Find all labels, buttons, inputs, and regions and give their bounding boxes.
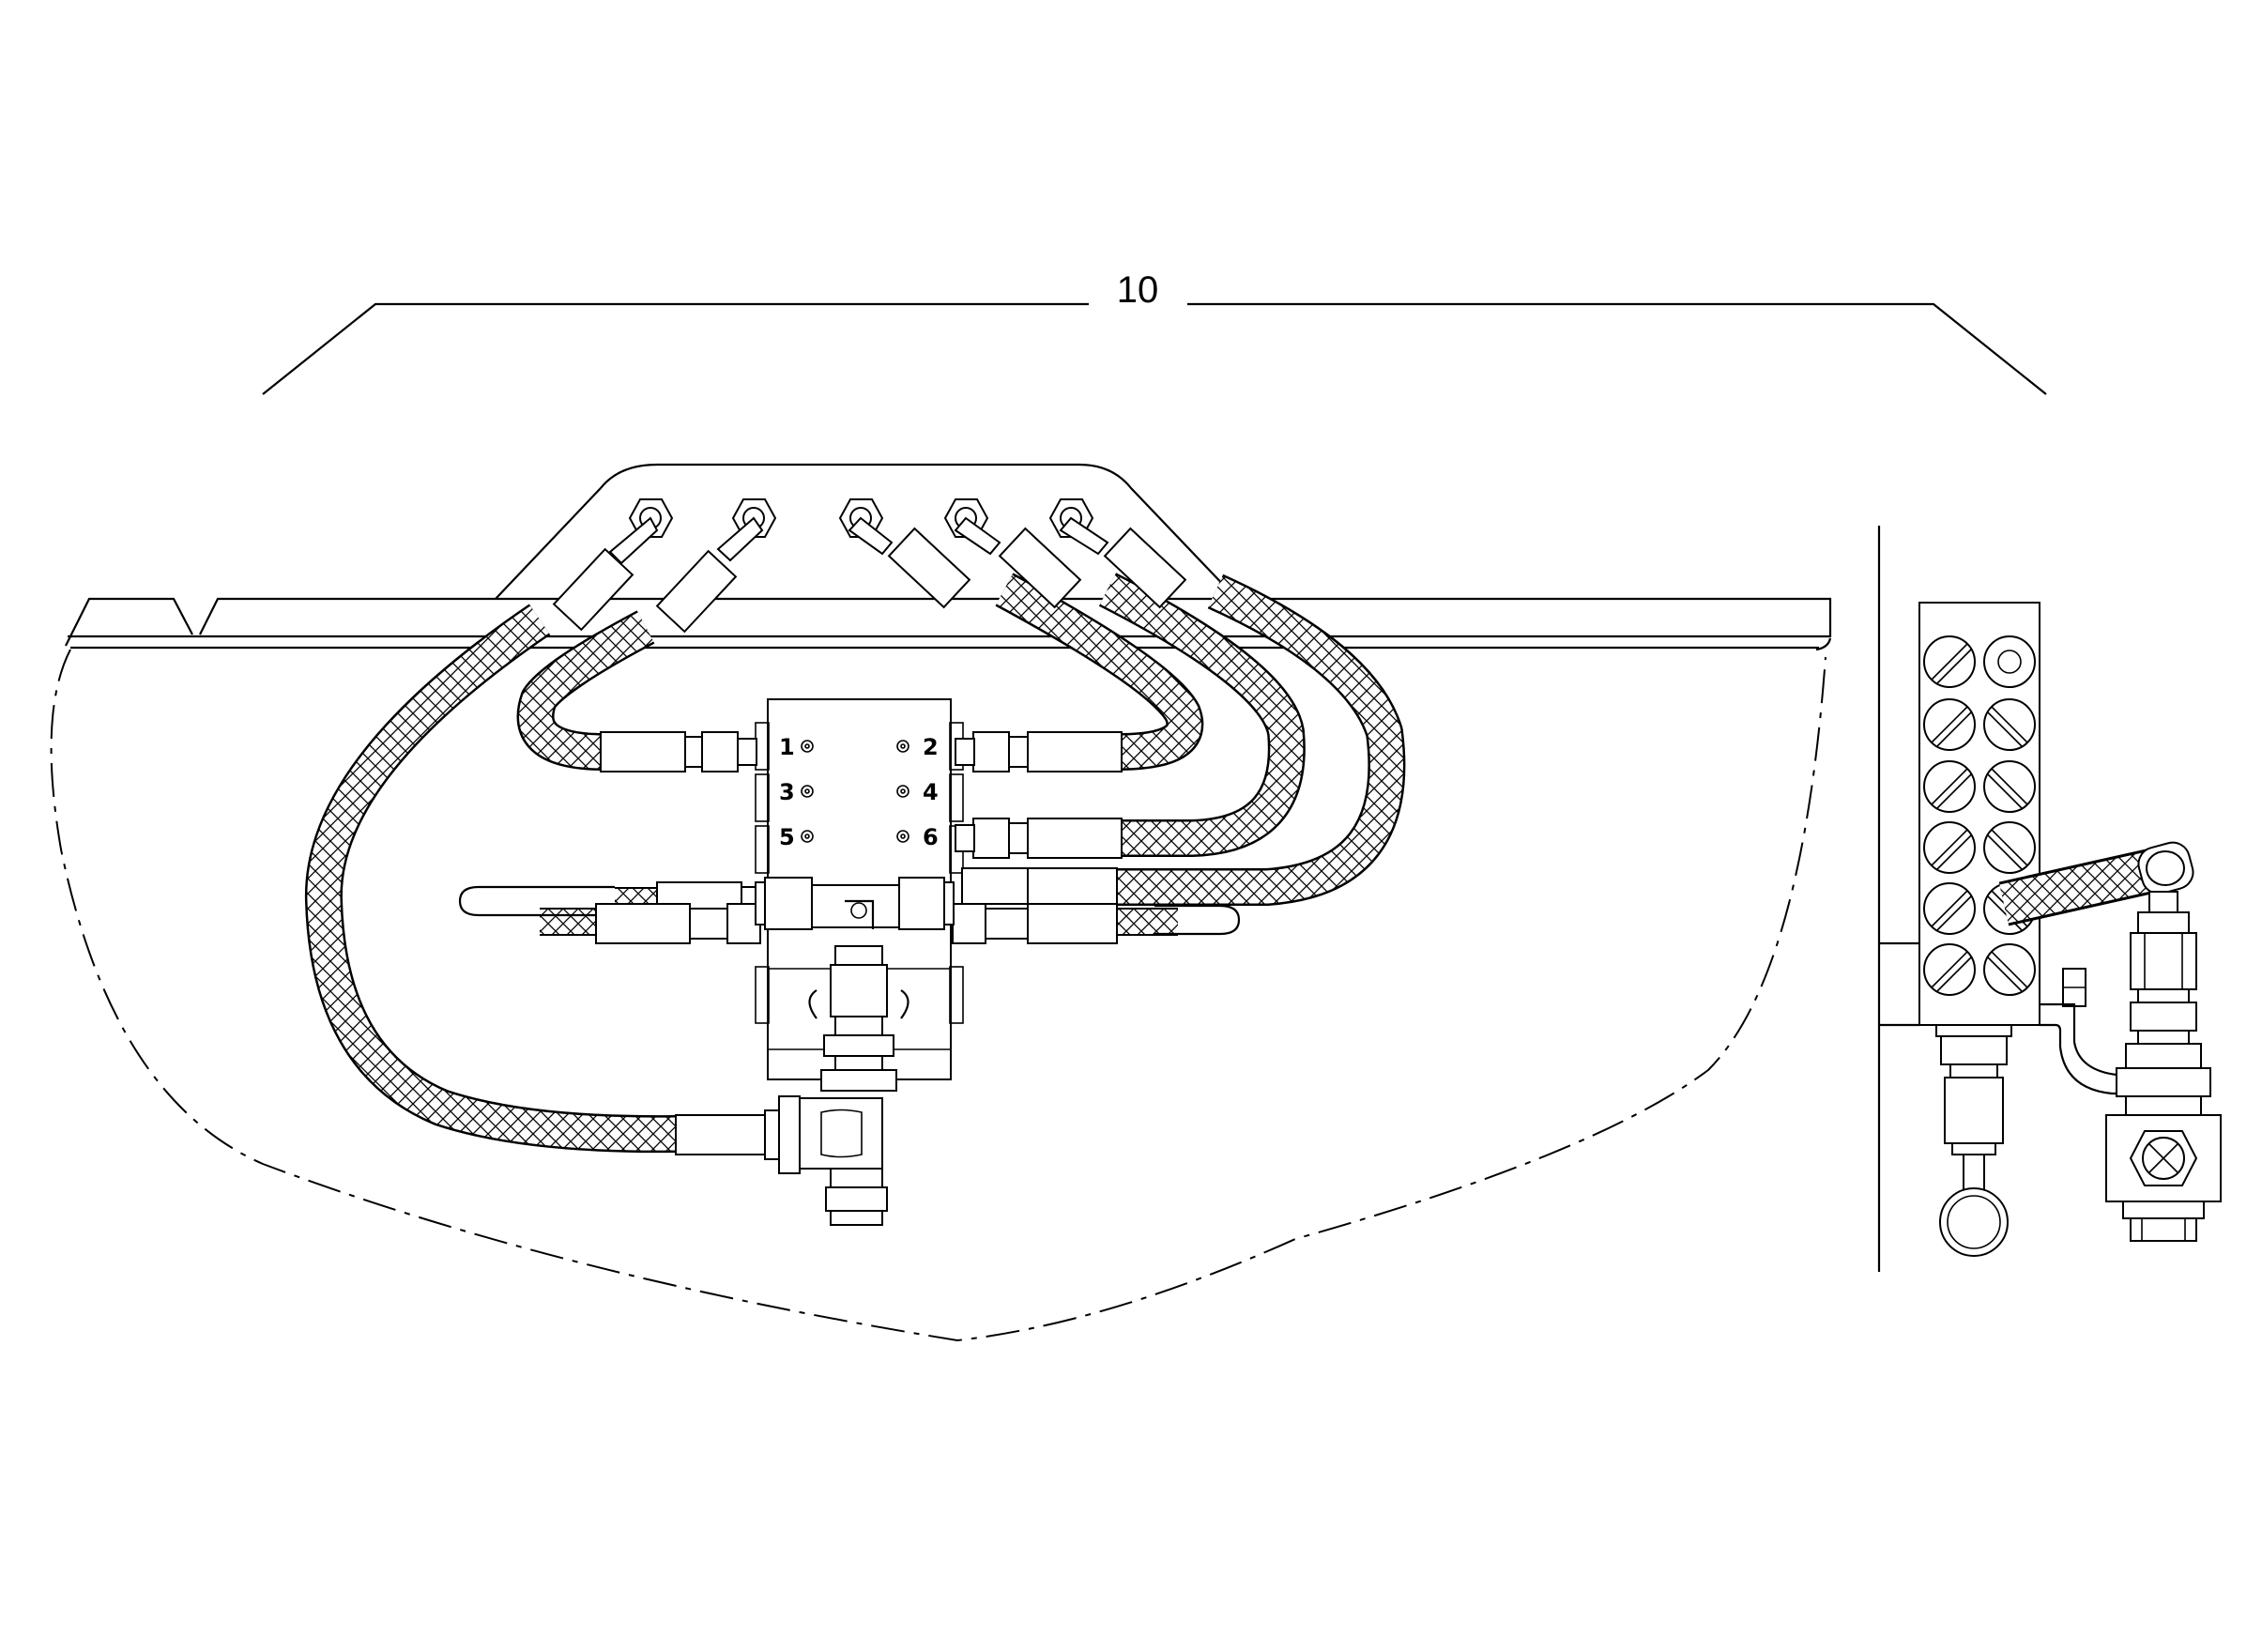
hoses	[304, 573, 1406, 1154]
tube-ends	[458, 885, 1241, 936]
port-label-2: 2	[923, 734, 939, 760]
braided-hose-icon	[1098, 573, 1306, 857]
port-label-4: 4	[923, 779, 939, 805]
ring-terminal-fitting	[1935, 1024, 2012, 1257]
braided-hose-icon	[1998, 841, 2194, 926]
bulkhead-fitting-2	[655, 498, 777, 634]
braided-hose-icon	[304, 604, 677, 1154]
valve-icon	[2105, 891, 2222, 1242]
port-label-3: 3	[779, 779, 795, 805]
braided-hose-icon	[1117, 574, 1406, 906]
manifold-fittings	[595, 731, 1123, 1226]
bulkhead-fitting-4	[943, 498, 1082, 609]
terminal-block-icon	[1918, 602, 2040, 1026]
detail-view	[1877, 526, 2222, 1272]
callout-number: 10	[1117, 269, 1159, 311]
callout-bracket: 10	[262, 269, 2047, 395]
braided-hose-icon	[516, 610, 655, 771]
bulkhead-plate	[495, 463, 1230, 600]
port-label-6: 6	[923, 824, 939, 850]
bulkhead-fitting-3	[838, 498, 971, 609]
structure-outline	[50, 597, 1832, 1342]
port-label-1: 1	[779, 734, 795, 760]
bulkhead-fitting-5	[1048, 498, 1187, 609]
braided-hose-icon	[995, 573, 1204, 771]
port-label-5: 5	[779, 824, 795, 850]
terminal-screws	[1923, 635, 2036, 996]
bulkhead-fitting-1	[552, 498, 674, 632]
bulkhead-fittings	[552, 498, 1187, 634]
